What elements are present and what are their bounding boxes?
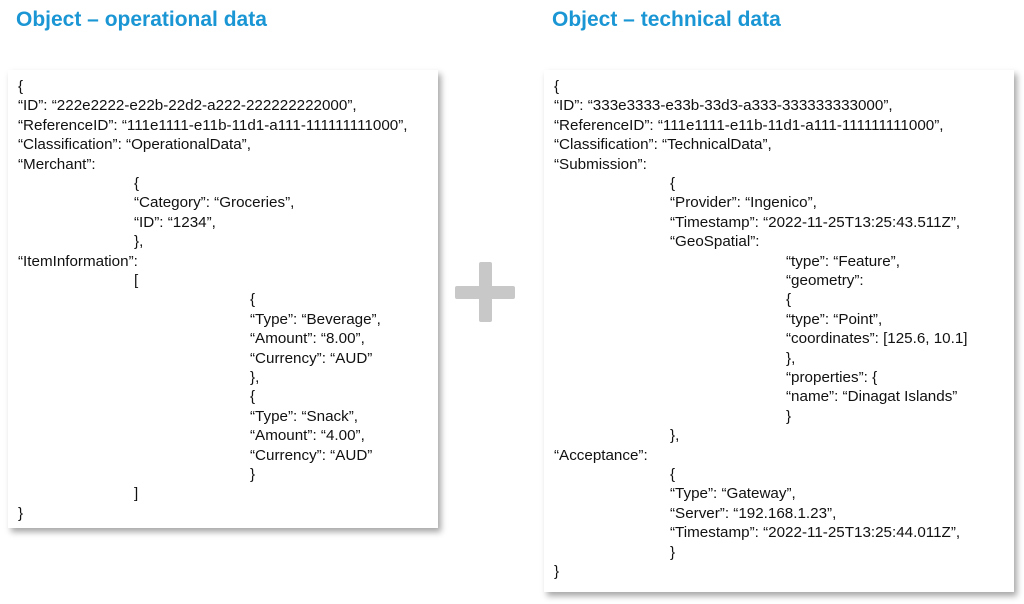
technical-json-line: “Type”: “Gateway”,: [670, 485, 796, 503]
technical-data-card: { “ID”: “333e3333-e33b-33d3-a333-33333333…: [544, 70, 1014, 592]
operational-json-line: ]: [134, 485, 139, 503]
operational-json-line: “ID”: “1234”,: [134, 213, 216, 231]
operational-json-line: [: [134, 272, 139, 289]
operational-json-line: {: [250, 388, 256, 406]
operational-json-line: “Currency”: “AUD”: [250, 349, 373, 367]
technical-data-title: Object – technical data: [552, 8, 781, 31]
technical-json-line: “Classification”: “TechnicalData”,: [554, 136, 772, 154]
technical-json-line: “geometry”:: [786, 272, 864, 289]
technical-json-line: },: [786, 349, 796, 367]
operational-json-line: {: [250, 291, 256, 309]
technical-json-line: {: [670, 175, 676, 192]
technical-json-line: {: [670, 466, 676, 483]
technical-json-line: {: [554, 78, 560, 95]
technical-json-line: “ID”: “333e3333-e33b-33d3-a333-333333333…: [554, 97, 893, 115]
technical-data-json: { “ID”: “333e3333-e33b-33d3-a333-33333333…: [544, 70, 1014, 592]
technical-json-line: “Server”: “192.168.1.23”,: [670, 504, 837, 522]
operational-json-line: “Merchant”:: [18, 155, 96, 173]
technical-json-line: “ReferenceID”: “111e1111-e11b-11d1-a111-…: [554, 116, 944, 134]
operational-json-line: {: [134, 175, 140, 192]
technical-json-line: “type”: “Feature”,: [786, 252, 900, 270]
technical-json-line: “Provider”: “Ingenico”,: [670, 194, 817, 212]
operational-data-json: { “ID”: “222e2222-e22b-22d2-a222-22222222…: [8, 70, 438, 528]
technical-json-line: “Timestamp”: “2022-11-25T13:25:44.011Z”,: [670, 524, 961, 542]
operational-json-line: “Amount”: “8.00”,: [250, 330, 365, 348]
operational-json-line: “Category”: “Groceries”,: [134, 194, 295, 212]
operational-json-line: “Amount”: “4.00”,: [250, 427, 365, 445]
operational-json-line: “Currency”: “AUD”: [250, 446, 373, 464]
operational-json-line: “Type”: “Beverage”,: [250, 310, 381, 328]
operational-json-line: }: [250, 466, 256, 483]
operational-json-line: {: [18, 78, 24, 95]
technical-json-line: “Timestamp”: “2022-11-25T13:25:43.511Z”,: [670, 213, 961, 231]
technical-json-line: “type”: “Point”,: [786, 310, 883, 328]
technical-json-line: “GeoSpatial”:: [670, 233, 760, 251]
technical-json-line: },: [670, 427, 680, 445]
operational-data-title: Object – operational data: [16, 8, 267, 31]
operational-json-line: }: [18, 504, 24, 522]
technical-json-line: {: [786, 291, 792, 309]
technical-json-line: }: [786, 407, 792, 425]
technical-json-line: “properties”: {: [786, 369, 878, 386]
operational-json-line: },: [250, 369, 260, 386]
operational-json-line: “ReferenceID”: “111e1111-e11b-11d1-a111-…: [18, 116, 408, 134]
technical-json-line: }: [670, 543, 676, 561]
technical-json-line: “Acceptance”:: [554, 446, 648, 464]
plus-icon-vertical-bar: [479, 262, 492, 322]
technical-json-line: “coordinates”: [125.6, 10.1]: [786, 330, 968, 348]
plus-icon: [455, 262, 515, 322]
operational-json-line: “Classification”: “OperationalData”,: [18, 136, 251, 154]
operational-json-line: “Type”: “Snack”,: [250, 407, 359, 425]
operational-json-line: “ID”: “222e2222-e22b-22d2-a222-222222222…: [18, 97, 357, 115]
operational-json-line: “ItemInformation”:: [18, 252, 138, 270]
technical-json-line: “Submission”:: [554, 155, 647, 173]
technical-json-line: }: [554, 563, 560, 580]
operational-data-card: { “ID”: “222e2222-e22b-22d2-a222-22222222…: [8, 70, 438, 528]
operational-json-line: },: [134, 233, 144, 251]
technical-json-line: “name”: “Dinagat Islands”: [786, 388, 958, 406]
